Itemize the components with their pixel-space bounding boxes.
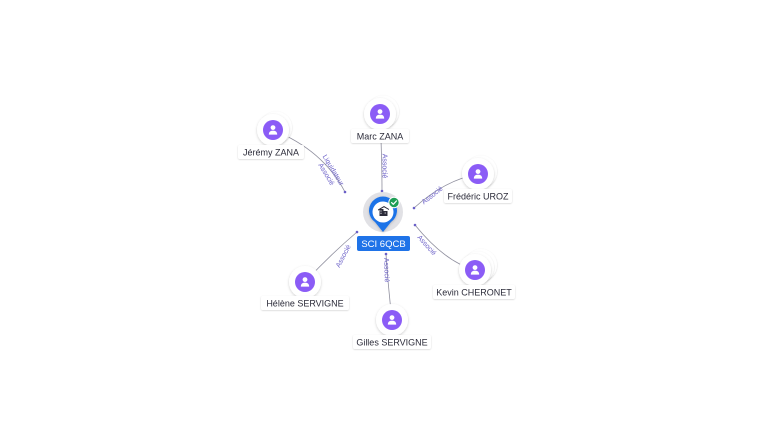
person-node[interactable]: Hélène SERVIGNE bbox=[261, 266, 349, 310]
person-node[interactable]: Jérémy ZANA bbox=[238, 111, 304, 160]
person-label-bg bbox=[351, 129, 409, 143]
person-label-bg bbox=[238, 145, 304, 159]
edge-label-group: Associé bbox=[335, 244, 353, 269]
person-name: Kevin CHERONET bbox=[436, 288, 512, 298]
edge-arrow-marker bbox=[355, 230, 359, 234]
edge-arrow-marker bbox=[413, 223, 417, 227]
person-label-bg bbox=[433, 285, 515, 299]
edge-role-label: Associé bbox=[382, 258, 390, 283]
edge-arrow-marker bbox=[343, 190, 347, 194]
person-icon bbox=[300, 277, 310, 287]
person-avatar bbox=[263, 120, 283, 140]
person-icon bbox=[387, 315, 397, 325]
person-name: Jérémy ZANA bbox=[243, 148, 299, 158]
person-label-bg bbox=[353, 335, 431, 349]
person-node[interactable]: Frédéric UROZ bbox=[444, 155, 512, 204]
person-label-bg bbox=[444, 189, 512, 203]
company-label-bg bbox=[357, 236, 410, 251]
person-name: Hélène SERVIGNE bbox=[266, 299, 343, 309]
edge-label-group: Associé bbox=[421, 185, 445, 206]
edge-role-label: Associé bbox=[421, 185, 445, 206]
person-label-bg bbox=[261, 296, 349, 310]
person-node[interactable]: Gilles SERVIGNE bbox=[353, 304, 431, 349]
edge-arrow-marker bbox=[380, 189, 384, 193]
person-name: Gilles SERVIGNE bbox=[356, 338, 427, 348]
person-node[interactable]: Kevin CHERONET bbox=[433, 249, 515, 299]
person-icon bbox=[470, 265, 480, 275]
edge-role-label: Associé bbox=[381, 154, 388, 179]
edge-role-label: Associé bbox=[335, 244, 353, 269]
person-node[interactable]: Marc ZANA bbox=[351, 95, 409, 144]
edge-label-group: Associé bbox=[381, 154, 388, 179]
edge-arrow-marker bbox=[412, 206, 416, 210]
building-icon bbox=[378, 206, 389, 216]
person-nodes-layer: Jérémy ZANA Marc ZANA Frédéric UROZ Kevin C… bbox=[238, 95, 515, 349]
person-icon bbox=[473, 169, 483, 179]
person-icon bbox=[375, 109, 385, 119]
person-name: Marc ZANA bbox=[357, 132, 404, 142]
company-name: SCI 6QCB bbox=[361, 239, 405, 250]
check-badge-icon bbox=[388, 196, 400, 209]
edge-arrow-marker bbox=[384, 252, 388, 256]
person-avatar bbox=[370, 104, 390, 124]
person-name: Frédéric UROZ bbox=[447, 192, 509, 202]
person-icon bbox=[268, 125, 278, 135]
company-node[interactable]: SCI 6QCB bbox=[357, 192, 410, 251]
edge-label-group: Associé bbox=[382, 258, 390, 283]
